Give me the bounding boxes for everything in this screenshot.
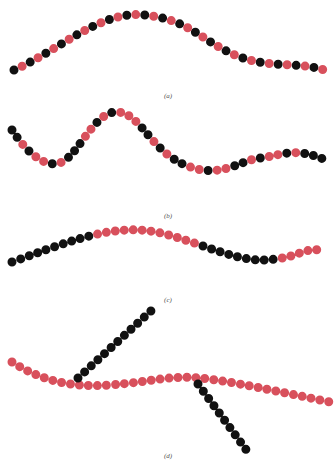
black-beads	[12, 112, 330, 171]
backbone-beads	[12, 362, 330, 402]
red-beads	[12, 112, 330, 171]
panel-label: (c)	[164, 297, 172, 304]
red-beads	[14, 15, 330, 72]
block-chain	[12, 230, 322, 262]
graft-chain	[12, 310, 330, 455]
panel-label: (a)	[164, 93, 172, 100]
alternating-chain	[14, 15, 330, 72]
branch-beads	[198, 384, 250, 455]
branch-beads	[78, 310, 152, 378]
black-beads	[12, 230, 322, 262]
random-chain	[12, 112, 330, 171]
panel-label: (d)	[164, 453, 172, 460]
red-beads	[12, 230, 322, 262]
panel-label: (b)	[164, 213, 172, 220]
black-beads	[14, 15, 330, 72]
